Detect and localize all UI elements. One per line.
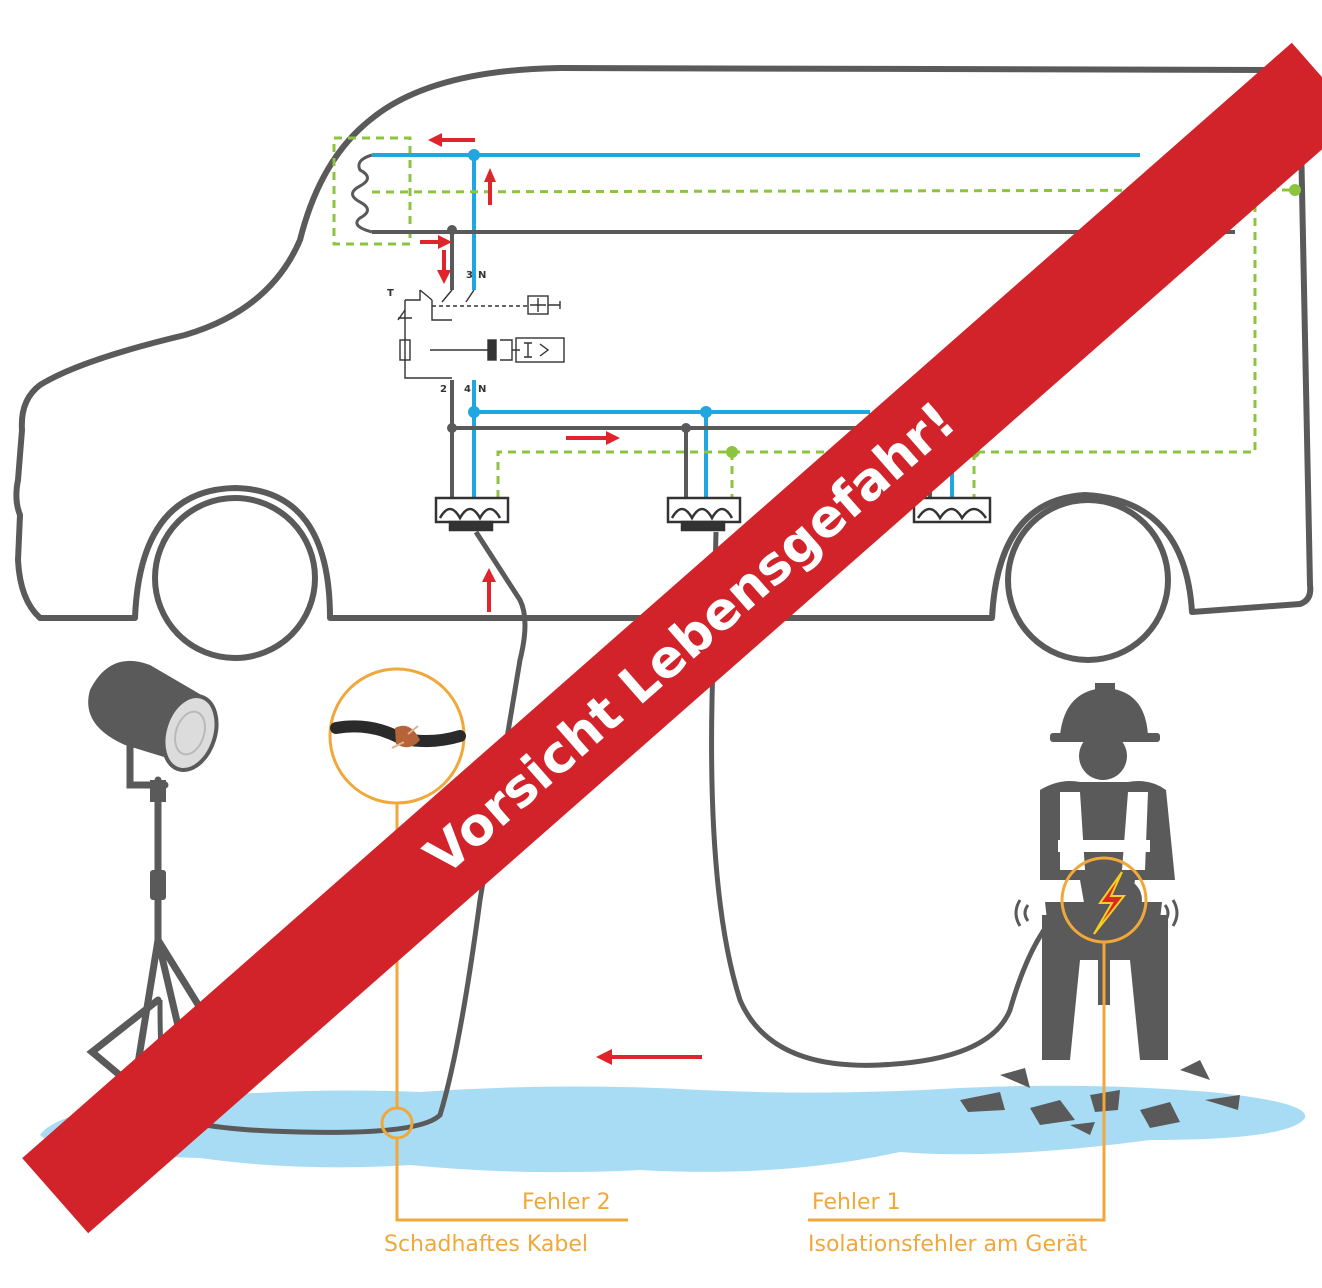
fault-2-title: Fehler 2 — [522, 1190, 611, 1215]
socket-icon — [912, 496, 992, 524]
rcd-label-4: 4 — [464, 384, 471, 395]
fault-current-arrows — [420, 133, 702, 1065]
fault-1-description: Isolationsfehler am Gerät — [808, 1232, 1088, 1257]
neutral-node — [468, 406, 480, 418]
warning-banner: Vorsicht Lebensgefahr! — [22, 42, 1322, 1234]
rcd-label-3: 3 — [466, 270, 473, 281]
rubble — [960, 1060, 1240, 1135]
lightning-icon — [1093, 871, 1127, 935]
earth-node — [1289, 184, 1301, 196]
rear-wheel — [152, 495, 318, 661]
fault-1-title: Fehler 1 — [812, 1190, 901, 1215]
rcd-label-2: 2 — [440, 384, 447, 395]
fault-1-marker — [808, 856, 1148, 1222]
worker-with-drill-icon — [1040, 683, 1175, 1060]
front-wheel — [1005, 497, 1171, 663]
earth-node — [726, 446, 738, 458]
rcd-switch-icon — [397, 289, 565, 379]
phase-node — [447, 423, 457, 433]
neutral-node — [700, 406, 712, 418]
socket-icon — [434, 496, 510, 532]
fault-2-description: Schadhaftes Kabel — [384, 1232, 588, 1257]
earth-wire — [371, 188, 1296, 500]
rcd-label-n-bottom: N — [478, 384, 486, 395]
phase-node — [447, 225, 457, 235]
rcd-label-n-top: N — [478, 270, 486, 281]
generator-box — [332, 136, 412, 246]
generator-coil — [351, 153, 373, 234]
phase-node — [681, 423, 691, 433]
vibration-lines — [1014, 899, 1179, 927]
socket-icon — [666, 496, 742, 532]
neutral-node — [468, 149, 480, 161]
rcd-label-t: T — [387, 288, 394, 299]
van-outline — [13, 65, 1314, 663]
drill-cable — [709, 531, 1062, 1068]
damaged-cable-icon — [330, 720, 466, 749]
